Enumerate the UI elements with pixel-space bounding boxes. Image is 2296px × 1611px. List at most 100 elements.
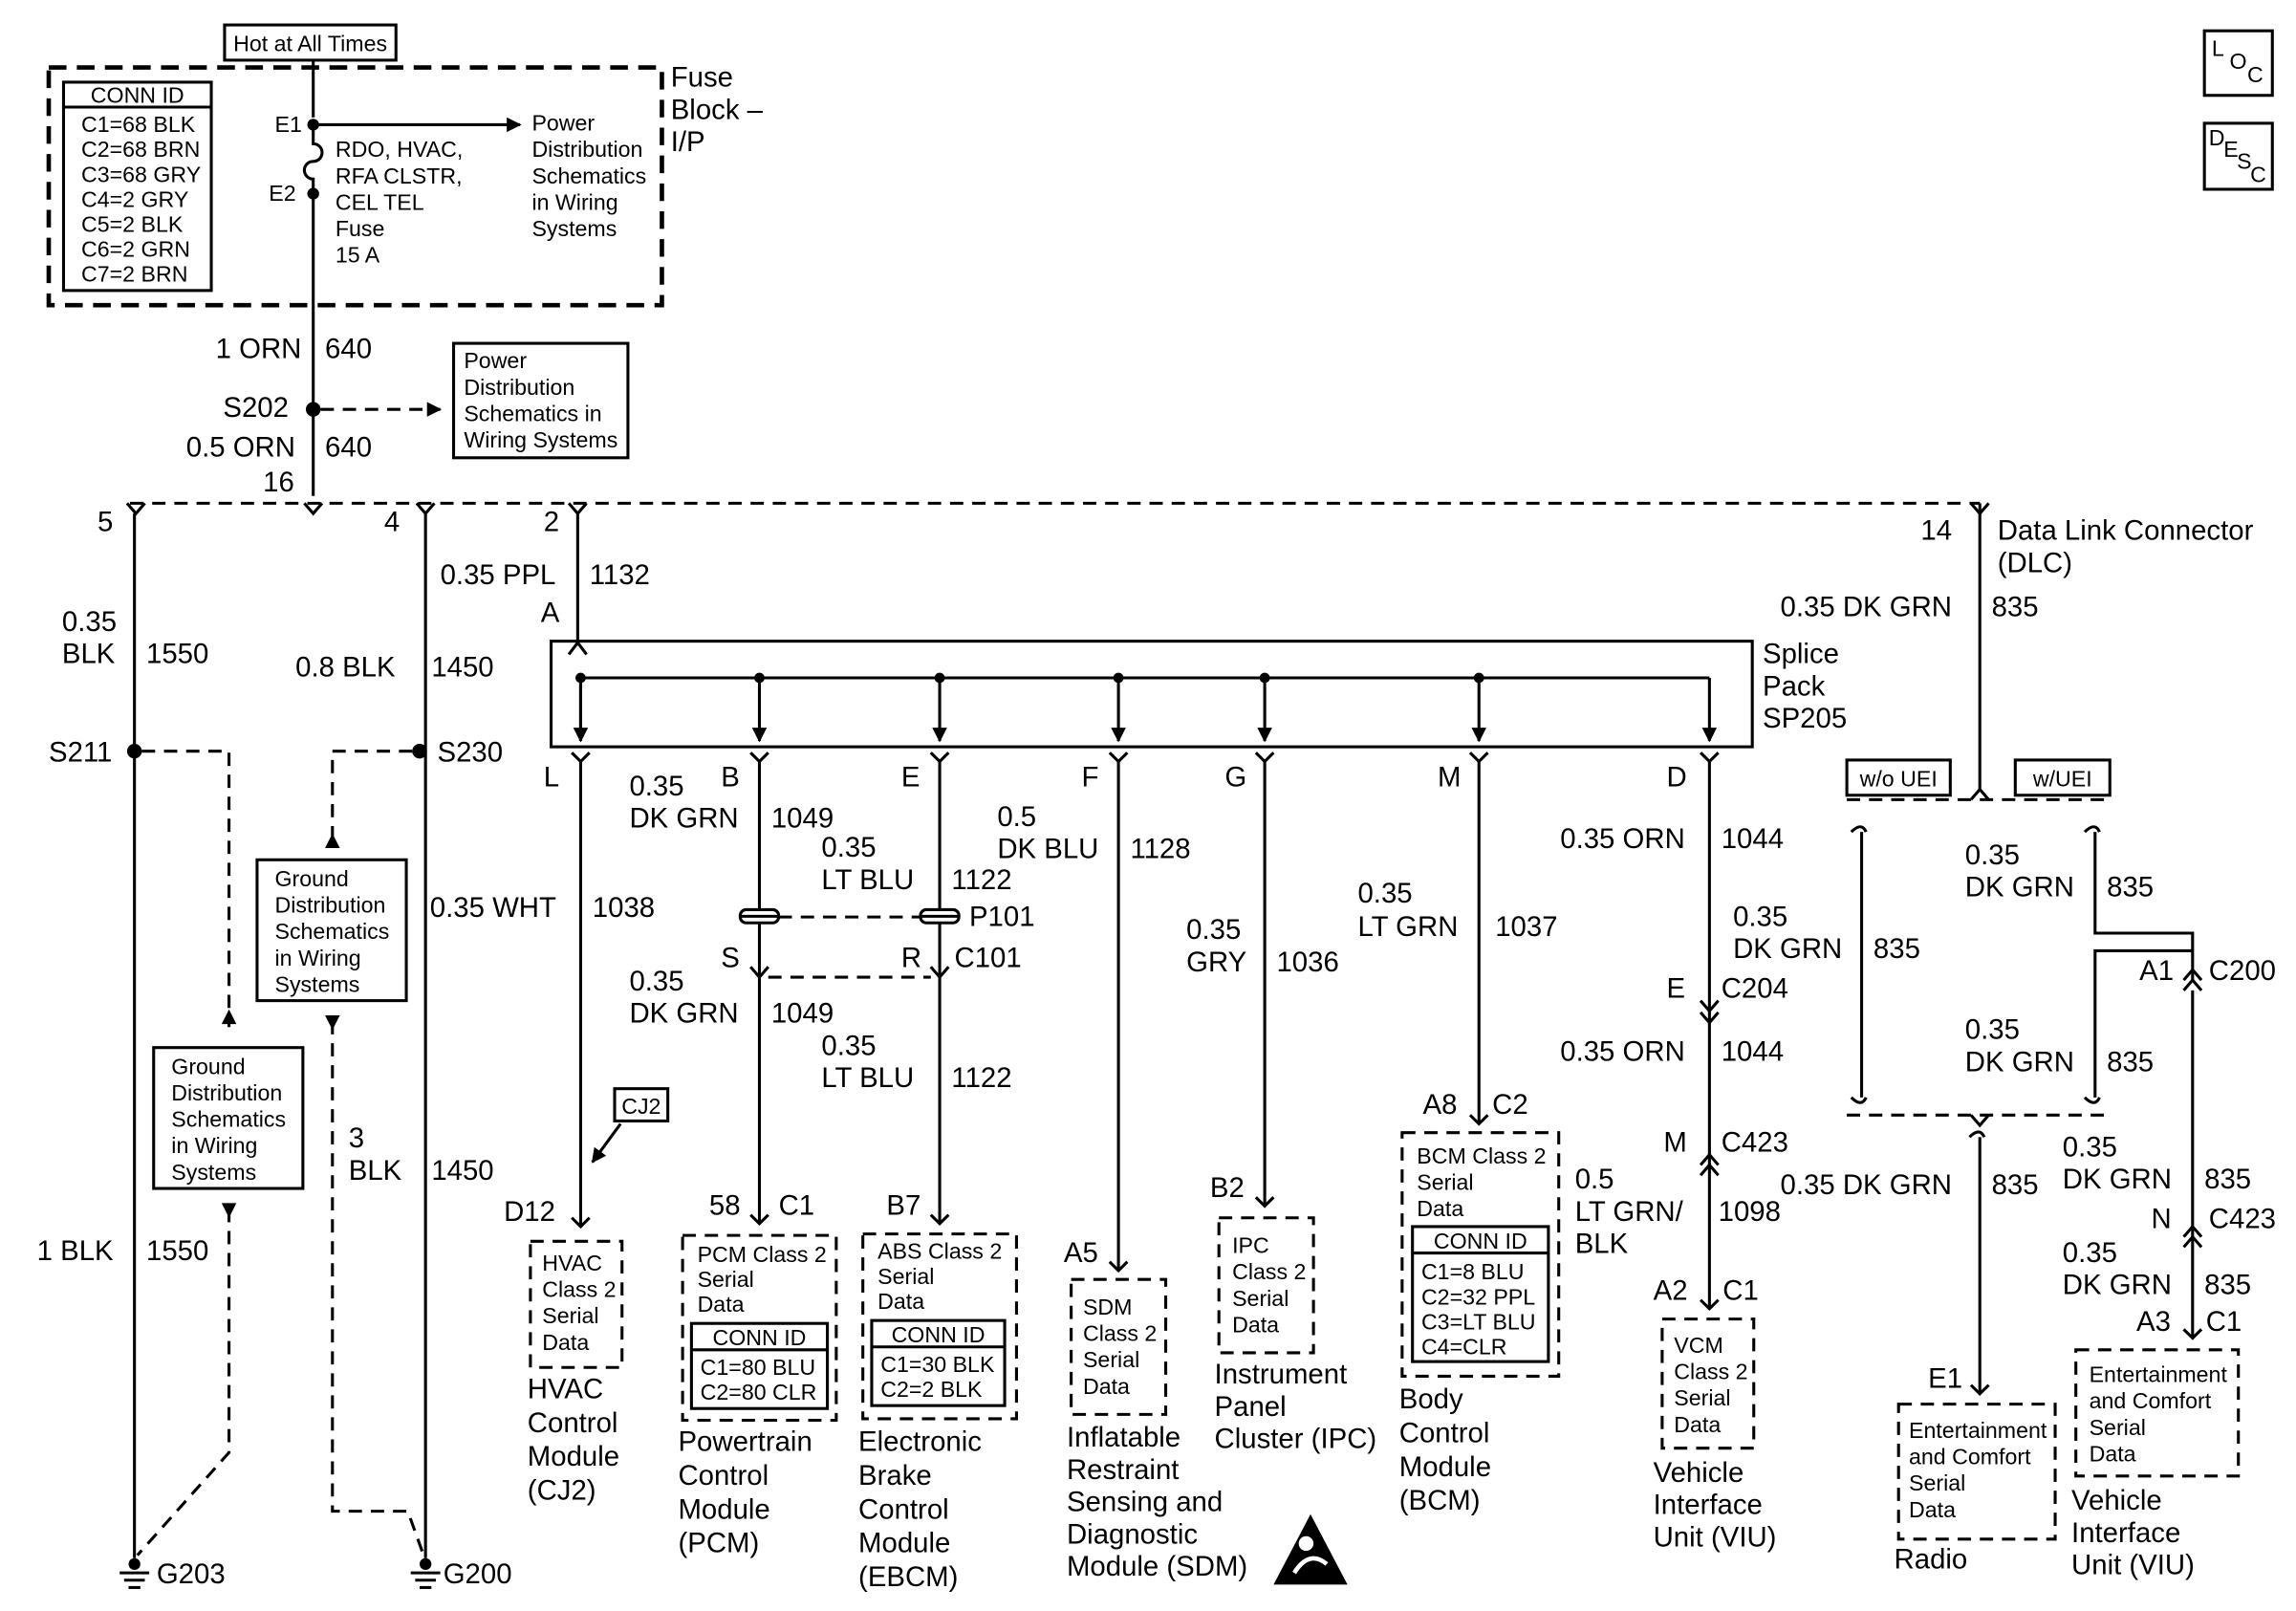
module-name[interactable]: Control: [1399, 1419, 1490, 1449]
module-name[interactable]: Module: [858, 1529, 950, 1559]
fuse-power-dist-text: Distribution: [531, 137, 642, 162]
ground-g203: G203: [157, 1559, 226, 1590]
module-name[interactable]: Control: [678, 1461, 769, 1491]
svg-text:Serial: Serial: [1674, 1385, 1730, 1410]
svg-text:GRY: GRY: [1186, 947, 1246, 978]
module-name[interactable]: Module (SDM): [1067, 1552, 1247, 1582]
svg-text:Systems: Systems: [274, 971, 359, 996]
uei-wire-835[interactable]: [2093, 832, 2195, 981]
svg-text:w/UEI: w/UEI: [2032, 767, 2092, 792]
svg-text:C1: C1: [2206, 1307, 2242, 1338]
module-name[interactable]: Radio: [1895, 1545, 1968, 1576]
module-name[interactable]: Instrument: [1215, 1360, 1348, 1390]
svg-text:1122: 1122: [951, 1063, 1011, 1094]
module-name[interactable]: Module: [1399, 1452, 1491, 1483]
svg-text:0.35: 0.35: [629, 967, 683, 997]
module-name[interactable]: (EBCM): [858, 1562, 958, 1593]
module-name[interactable]: Unit (VIU): [2071, 1551, 2195, 1581]
svg-text:C: C: [2247, 62, 2264, 87]
svg-text:Serial: Serial: [877, 1264, 934, 1289]
module-name[interactable]: Panel: [1215, 1392, 1287, 1423]
svg-text:1132: 1132: [590, 560, 650, 591]
module-name[interactable]: Sensing and: [1067, 1488, 1223, 1518]
svg-text:A1: A1: [2139, 956, 2174, 987]
module-name[interactable]: (BCM): [1399, 1486, 1481, 1516]
svg-text:0.35: 0.35: [1965, 1015, 2020, 1046]
pcm-serial-data-box: [681, 1233, 838, 1423]
module-name[interactable]: Diagnostic: [1067, 1519, 1198, 1550]
svg-text:C1: C1: [779, 1191, 815, 1222]
svg-text:1450: 1450: [431, 653, 493, 684]
svg-text:0.35 WHT: 0.35 WHT: [430, 893, 556, 924]
dlc-pin-2: 2: [544, 508, 559, 538]
hvac-serial-data-box: [529, 1239, 624, 1369]
svg-text:0.35: 0.35: [821, 1031, 876, 1061]
svg-text:DK GRN: DK GRN: [2063, 1165, 2172, 1195]
module-name[interactable]: Vehicle: [1654, 1458, 1744, 1489]
cj2-reference-box[interactable]: [613, 1087, 670, 1122]
module-name[interactable]: Module: [528, 1442, 619, 1472]
svg-text:LT GRN: LT GRN: [1357, 912, 1458, 943]
svg-text:DK GRN: DK GRN: [629, 999, 738, 1030]
svg-text:Class 2: Class 2: [1232, 1259, 1306, 1284]
svg-text:Pack: Pack: [1763, 671, 1826, 702]
svg-text:CONN ID: CONN ID: [1434, 1229, 1527, 1253]
module-name[interactable]: Powertrain: [678, 1427, 812, 1458]
ground-distribution-box[interactable]: [152, 1046, 305, 1190]
svg-text:P101: P101: [969, 902, 1035, 932]
svg-text:DK BLU: DK BLU: [997, 835, 1098, 865]
module-name[interactable]: Control: [858, 1494, 949, 1525]
module-name[interactable]: Interface: [2071, 1518, 2180, 1549]
module-name[interactable]: Unit (VIU): [1654, 1523, 1777, 1554]
abs-serial-data-box: [861, 1232, 1018, 1421]
power-distribution-box[interactable]: [451, 341, 630, 460]
module-name[interactable]: Control: [528, 1408, 618, 1439]
module-name[interactable]: Cluster (IPC): [1215, 1425, 1377, 1455]
conn-id-row: C3=68 GRY: [81, 162, 201, 186]
svg-text:835: 835: [1874, 934, 1920, 965]
module-name[interactable]: HVAC: [528, 1375, 603, 1405]
module-name[interactable]: Restraint: [1067, 1455, 1179, 1486]
svg-text:1044: 1044: [1722, 824, 1784, 855]
power-feed: 1 ORN 640 S202 Power Distribution Schema…: [186, 193, 630, 498]
module-name[interactable]: Brake: [858, 1461, 932, 1491]
entertainment-serial-data-box: [2074, 1348, 2241, 1478]
splice-s202: S202: [223, 393, 289, 424]
svg-text:Data: Data: [542, 1330, 589, 1355]
svg-text:M: M: [1438, 763, 1461, 794]
svg-text:0.35 PPL: 0.35 PPL: [441, 560, 556, 591]
svg-text:ABS Class 2: ABS Class 2: [877, 1239, 1002, 1264]
svg-text:in Wiring: in Wiring: [171, 1133, 257, 1158]
svg-text:Serial: Serial: [1909, 1470, 1965, 1495]
conn-id-row: C6=2 GRN: [81, 237, 190, 262]
module-name[interactable]: (PCM): [678, 1529, 759, 1559]
module-name[interactable]: Electronic: [858, 1427, 982, 1458]
svg-text:835: 835: [2107, 1047, 2154, 1078]
ground-distribution-box[interactable]: [255, 858, 408, 1003]
desc-icon[interactable]: D E S C: [2202, 121, 2274, 191]
splice-s211-dot: [126, 744, 142, 759]
svg-text:Entertainment: Entertainment: [2090, 1362, 2228, 1387]
svg-text:1044: 1044: [1722, 1037, 1784, 1068]
module-name[interactable]: Body: [1399, 1384, 1463, 1415]
svg-text:C1=30 BLK: C1=30 BLK: [880, 1352, 995, 1377]
module-name[interactable]: Interface: [1654, 1491, 1763, 1521]
svg-text:1036: 1036: [1276, 947, 1338, 978]
loc-icon[interactable]: L O C: [2202, 29, 2274, 98]
svg-text:C423: C423: [1722, 1128, 1788, 1159]
svg-text:CONN ID: CONN ID: [892, 1322, 986, 1347]
module-name[interactable]: Vehicle: [2071, 1486, 2162, 1516]
module-name[interactable]: (CJ2): [528, 1475, 596, 1506]
svg-text:Serial: Serial: [2090, 1415, 2146, 1440]
svg-text:835: 835: [2204, 1165, 2251, 1195]
svg-text:LT BLU: LT BLU: [821, 1063, 914, 1094]
fuse-icon: [302, 124, 324, 194]
svg-text:F: F: [1081, 763, 1098, 794]
svg-text:C3=LT BLU: C3=LT BLU: [1421, 1309, 1536, 1334]
module-name[interactable]: Inflatable: [1067, 1423, 1180, 1453]
module-name[interactable]: Module: [678, 1494, 769, 1525]
svg-text:Distribution: Distribution: [171, 1080, 282, 1105]
svg-text:0.5: 0.5: [997, 802, 1036, 833]
splice-s202-dot: [305, 402, 321, 417]
splice-s230: S230: [438, 738, 504, 769]
